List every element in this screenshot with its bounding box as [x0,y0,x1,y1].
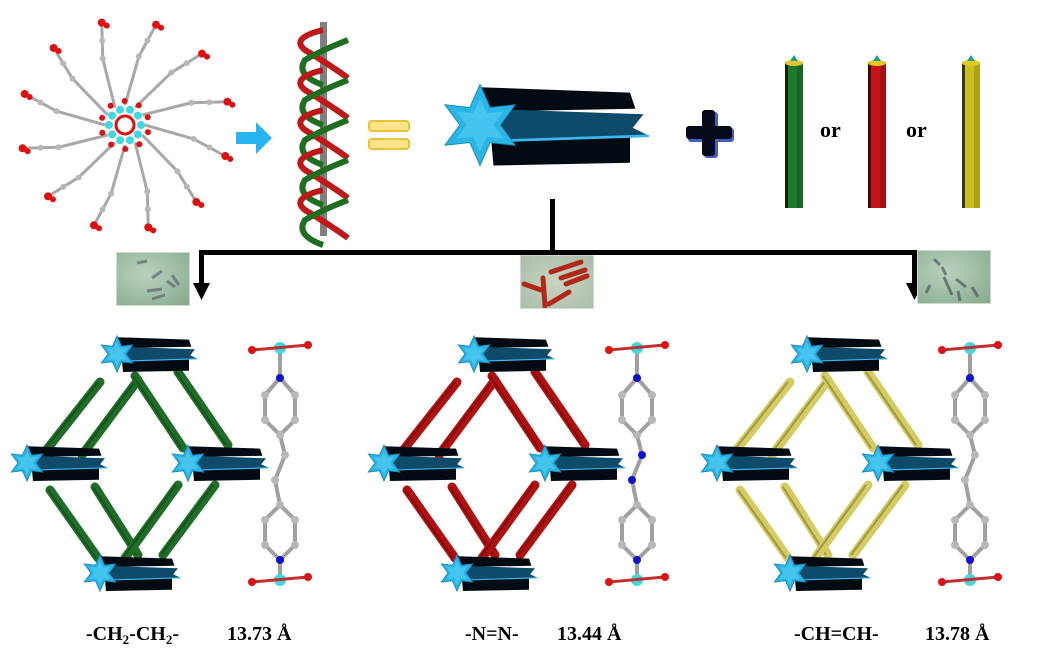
star-prism-node [100,334,198,374]
star-prism-icon [443,83,649,167]
equals-icon [368,120,410,150]
framework-ethene [700,334,1002,593]
plus-icon [686,110,734,158]
star-prism-node [171,443,269,483]
star-prism-node [440,553,538,593]
star-prism-node [773,553,871,593]
colorless-crystal-photo-2 [917,250,991,304]
star-prism-node [700,443,798,483]
linker-label-ethane: -CH2-CH2- [86,623,180,647]
double-helix-chain [297,22,350,248]
linker-label-ethene: -CH=CH- [794,623,879,645]
right-arrow-icon [236,122,272,154]
star-prism-node [83,553,181,593]
or-label: or [906,117,927,142]
star-prism-node [861,443,959,483]
yellow-linker-rod [962,55,980,208]
star-prism-node [528,443,626,483]
crystal-structure-ball-and-stick [18,18,236,234]
colorless-crystal-photo-1 [116,252,190,306]
distance-label-azo: 13.44 Å [557,623,622,645]
ligand-molecule-ethane [248,341,312,586]
framework-rods [392,367,590,563]
ligand-molecule-ethene [938,341,1002,586]
red-linker-rod [868,55,886,208]
star-prism-building-block [443,83,649,167]
star-prism-node [367,443,465,483]
ligand-molecule-azo [605,341,669,586]
star-prism-node [790,334,888,374]
framework-azo [367,334,669,593]
star-prism-node [457,334,555,374]
red-crystal-photo [520,255,594,309]
framework-rods [725,367,923,563]
distance-label-ethene: 13.78 Å [925,623,990,645]
framework-ethane [10,334,312,593]
or-label: or [820,117,841,142]
star-prism-node [10,443,108,483]
linker-label-azo: -N=N- [465,623,519,645]
green-linker-rod [785,55,803,208]
framework-rods [35,367,233,563]
distance-label-ethane: 13.73 Å [227,623,292,645]
helix-strands [297,27,350,248]
down-arrow-icon [193,283,210,300]
